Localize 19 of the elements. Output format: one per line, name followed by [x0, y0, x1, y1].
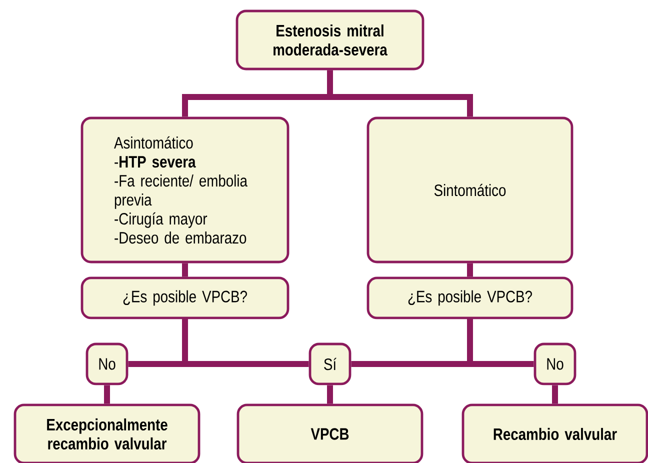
connector-line: [327, 385, 333, 404]
condition-box: Asintomático -HTP severa -Fa reciente/ embolia previa -Cirugía mayor -Deseo de embarazo: [80, 116, 290, 264]
connector-line: [104, 385, 110, 404]
answer-badge: Sí: [308, 342, 352, 386]
question-box: ¿Es posible VPCB?: [80, 276, 290, 320]
outcome-box: VPCB: [236, 404, 424, 463]
connector-line: [467, 263, 473, 277]
connector-line: [327, 70, 473, 117]
connector-line: [182, 263, 188, 277]
answer-badge: No: [534, 342, 576, 386]
answer-badge: No: [86, 342, 128, 386]
outcome-box: Recambio valvular: [462, 404, 648, 463]
connector-line: [182, 319, 309, 367]
connector-line: [552, 385, 558, 404]
connector-line: [467, 319, 534, 367]
condition-box: Sintomático: [366, 116, 574, 264]
title-box: Estenosis mitral moderada-severa: [236, 10, 424, 70]
outcome-box: Excepcionalmente recambio valvular: [14, 404, 200, 463]
question-box: ¿Es posible VPCB?: [366, 276, 574, 320]
